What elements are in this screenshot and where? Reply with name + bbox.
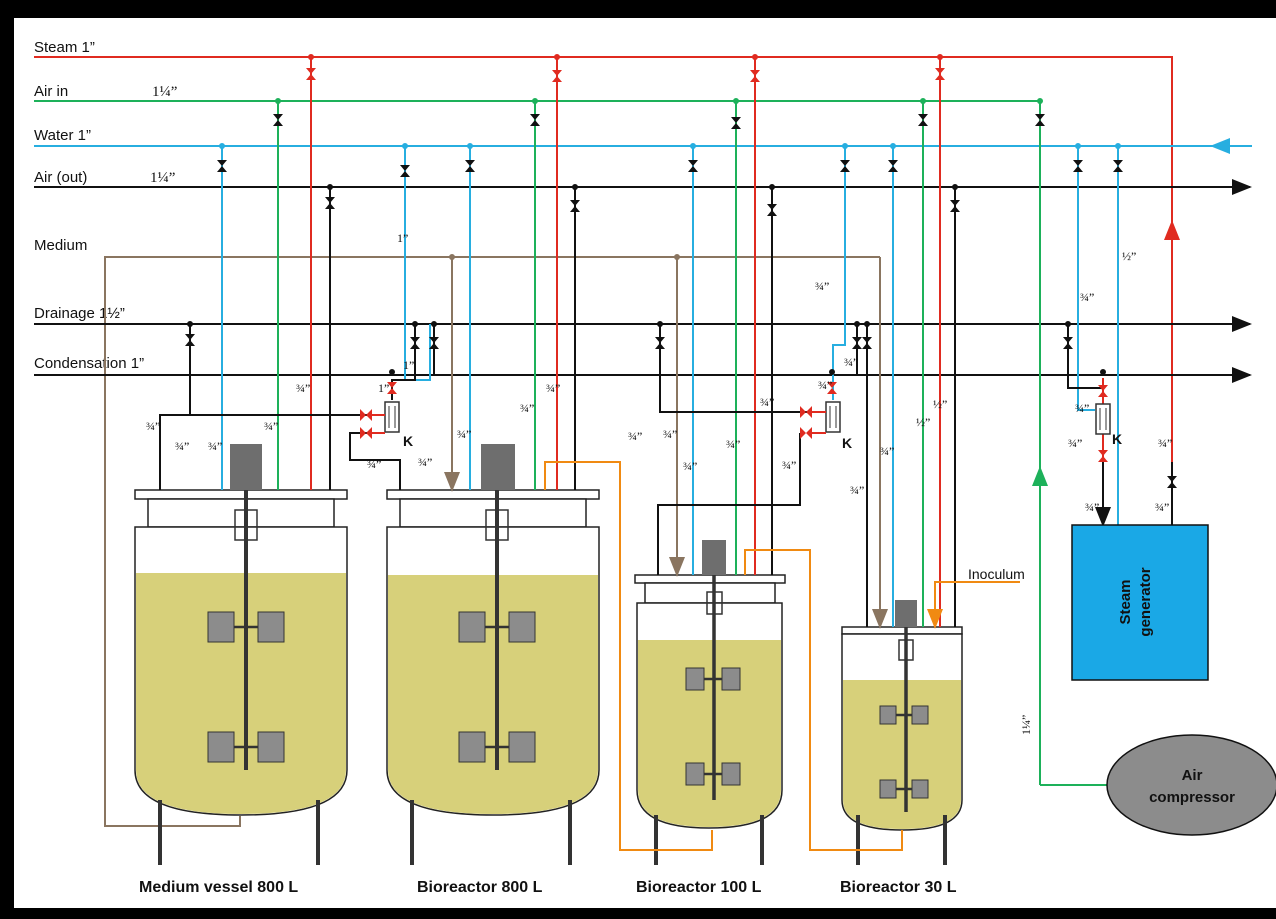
svg-text:¾”: ¾” <box>683 459 697 473</box>
drainage-drop <box>159 324 191 490</box>
process-diagram: Steam 1” Air in 1¼” Water 1” Air (out) 1… <box>14 18 1276 908</box>
svg-text:¾”: ¾” <box>175 439 189 453</box>
air-compressor-label-line1: Air <box>1182 767 1203 784</box>
trap-k-label: K <box>403 433 413 449</box>
medium-vessel <box>134 444 348 865</box>
steam-generator <box>1071 524 1209 681</box>
bioreactor-100 <box>634 540 786 865</box>
svg-text:¾”: ¾” <box>850 483 864 497</box>
water-drop <box>404 146 431 381</box>
svg-text:1¼”: 1¼” <box>1019 715 1033 735</box>
vessel-label-bioreactor-800: Bioreactor 800 L <box>417 879 543 896</box>
svg-text:1”: 1” <box>397 231 408 245</box>
pipe-size-labels: 1” 1” 1” ½” ½” ½” ¾” ¾” ¾” ¾” ¾” ¾” ¾” ¾… <box>146 231 1172 735</box>
svg-text:¾”: ¾” <box>457 427 471 441</box>
svg-text:½”: ½” <box>916 415 930 429</box>
diagram-svg: Steam 1” Air in 1¼” Water 1” Air (out) 1… <box>34 39 1276 896</box>
svg-text:¾”: ¾” <box>782 458 796 472</box>
svg-text:¾”: ¾” <box>520 401 534 415</box>
svg-text:¾”: ¾” <box>296 381 310 395</box>
svg-text:¾”: ¾” <box>418 455 432 469</box>
medium-line-label: Medium <box>34 237 87 254</box>
svg-text:1”: 1” <box>403 358 414 372</box>
svg-text:¾”: ¾” <box>880 444 894 458</box>
drainage-line-label: Drainage 1½” <box>34 305 125 322</box>
vessel-label-bioreactor-100: Bioreactor 100 L <box>636 879 762 896</box>
svg-text:½”: ½” <box>1122 249 1136 263</box>
svg-text:¾”: ¾” <box>208 439 222 453</box>
svg-text:¾”: ¾” <box>815 279 829 293</box>
vessel-label-medium: Medium vessel 800 L <box>139 879 298 896</box>
svg-text:¾”: ¾” <box>1085 500 1099 514</box>
medium-header <box>104 256 880 827</box>
air-out-line-label: Air (out) <box>34 169 87 186</box>
bioreactor-30 <box>841 600 963 865</box>
svg-text:¾”: ¾” <box>146 419 160 433</box>
trap-k-label: K <box>842 435 852 451</box>
vessel-label-bioreactor-30: Bioreactor 30 L <box>840 879 957 896</box>
svg-text:¾”: ¾” <box>663 427 677 441</box>
svg-text:¾”: ¾” <box>1155 500 1169 514</box>
svg-text:¾”: ¾” <box>760 395 774 409</box>
condensation-line-label: Condensation 1” <box>34 355 144 372</box>
svg-text:¾”: ¾” <box>818 378 832 392</box>
svg-text:¾”: ¾” <box>1075 401 1089 415</box>
water-line-label: Water 1” <box>34 127 91 144</box>
svg-text:¾”: ¾” <box>726 437 740 451</box>
svg-text:¾”: ¾” <box>1158 436 1172 450</box>
svg-text:¾”: ¾” <box>367 457 381 471</box>
svg-text:¾”: ¾” <box>628 429 642 443</box>
bioreactor-800 <box>386 444 600 865</box>
svg-text:¾”: ¾” <box>1080 290 1094 304</box>
steam-header <box>34 56 1173 462</box>
trap-k-label: K <box>1112 431 1122 447</box>
svg-text:¾”: ¾” <box>1068 436 1082 450</box>
air-compressor-label-line2: compressor <box>1149 789 1235 806</box>
svg-text:¾”: ¾” <box>844 355 858 369</box>
inoculum-label: Inoculum <box>968 566 1025 582</box>
svg-text:½”: ½” <box>933 397 947 411</box>
svg-text:1”: 1” <box>378 381 389 395</box>
air-out-size-label: 1¼” <box>150 170 175 186</box>
svg-text:¾”: ¾” <box>264 419 278 433</box>
svg-text:¾”: ¾” <box>546 381 560 395</box>
steam-trap <box>372 401 1111 435</box>
air-in-line-label: Air in <box>34 83 68 100</box>
inoculum-line <box>544 461 713 851</box>
steam-generator-label-line1: Steam <box>1117 579 1134 624</box>
steam-line-label: Steam 1” <box>34 39 95 56</box>
air-in-size-label: 1¼” <box>152 84 177 100</box>
steam-generator-label-line2: generator <box>1137 567 1154 636</box>
air-compressor <box>1106 734 1276 836</box>
valves <box>185 68 1177 488</box>
